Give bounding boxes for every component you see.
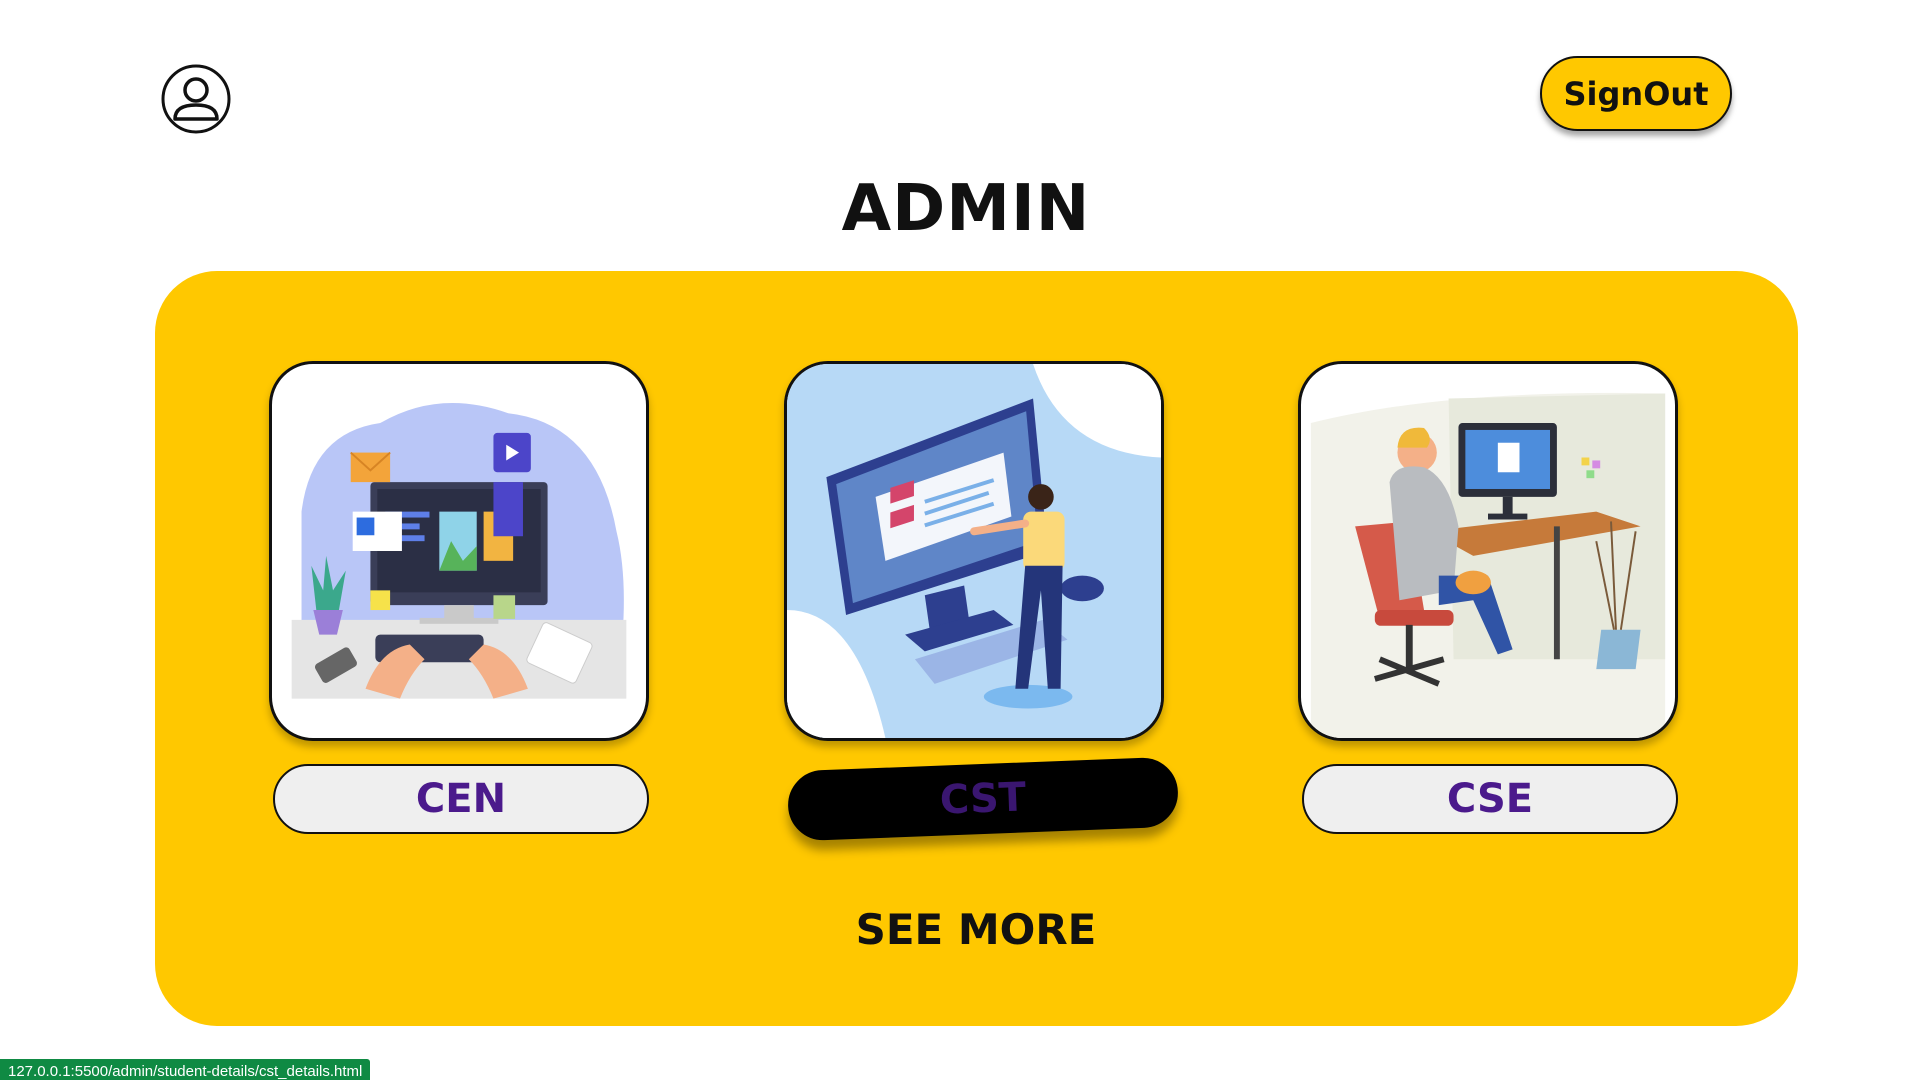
cen-button[interactable]: CEN bbox=[273, 764, 649, 834]
cse-card-image[interactable] bbox=[1298, 361, 1678, 741]
user-profile-icon[interactable] bbox=[160, 63, 232, 135]
person-at-monitor-illustration bbox=[787, 364, 1161, 738]
see-more-link[interactable]: SEE MORE bbox=[855, 905, 1097, 954]
person-at-desk-illustration bbox=[1310, 392, 1666, 738]
developer-workspace-illustration bbox=[291, 402, 627, 699]
cse-button[interactable]: CSE bbox=[1302, 764, 1678, 834]
signout-button[interactable]: SignOut bbox=[1540, 56, 1732, 131]
page-title: ADMIN bbox=[841, 172, 1091, 246]
status-bar-url: 127.0.0.1:5500/admin/student-details/cst… bbox=[0, 1059, 371, 1080]
cen-card-image[interactable] bbox=[269, 361, 649, 741]
cst-card-image[interactable] bbox=[784, 361, 1164, 741]
cst-button[interactable]: CST bbox=[786, 756, 1180, 842]
